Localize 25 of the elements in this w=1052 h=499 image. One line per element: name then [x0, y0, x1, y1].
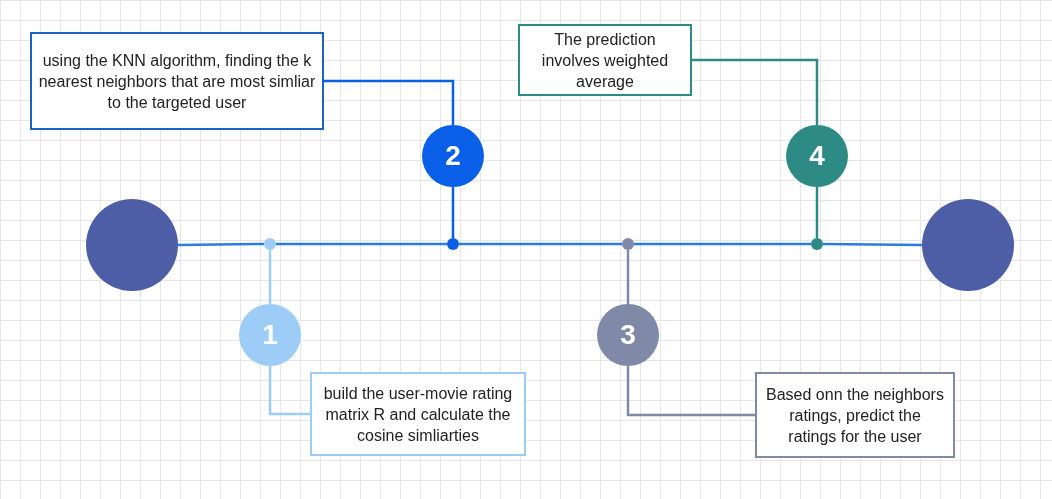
timeline-line [823, 242, 922, 247]
leader-line [692, 58, 819, 125]
step-description-box: build the user-movie rating matrix R and calculate the cosine simliarties [310, 372, 526, 456]
timeline-dot [264, 238, 276, 250]
timeline-dot [447, 238, 459, 250]
leader-line [815, 187, 819, 238]
timeline-line [276, 242, 447, 246]
timeline-dot [811, 238, 823, 250]
step-number-circle: 2 [422, 125, 484, 187]
leader-line [626, 366, 755, 417]
step-number-circle: 3 [597, 304, 659, 366]
timeline-dot [622, 238, 634, 250]
leader-line [324, 79, 455, 125]
leader-line [268, 366, 310, 416]
leader-line [451, 187, 455, 238]
step-description-box: The prediction involves weighted average [518, 24, 692, 96]
step-description-box: using the KNN algorithm, finding the k nearest neighbors that are most simliar to the targeted user [30, 32, 324, 130]
step-number-circle: 4 [786, 125, 848, 187]
step-number-circle: 1 [239, 304, 301, 366]
timeline-line [459, 242, 622, 246]
leader-line [268, 250, 272, 304]
timeline-line [634, 242, 811, 246]
leader-line [626, 250, 630, 304]
timeline-line [178, 242, 264, 247]
step-description-box: Based onn the neighbors ratings, predict the ratings for the user [755, 372, 955, 458]
